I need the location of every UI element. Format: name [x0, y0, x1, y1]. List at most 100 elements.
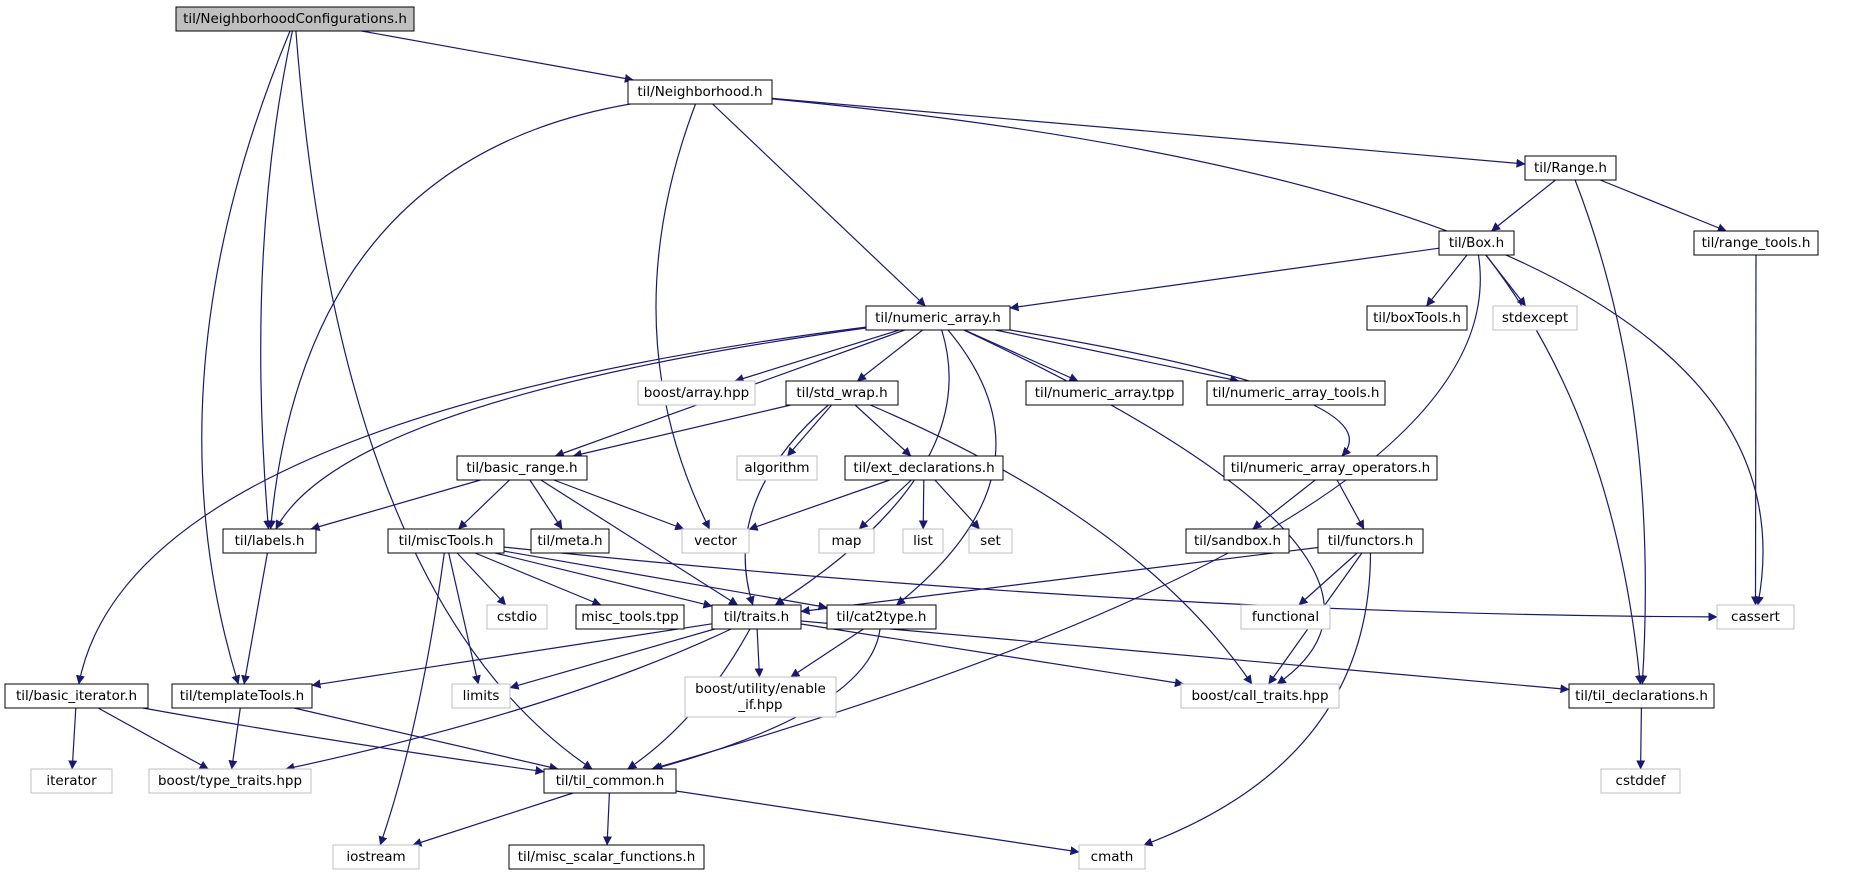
node-list: list	[902, 528, 944, 554]
edge-miscTools-to-cstdio	[456, 552, 507, 606]
node-labels[interactable]: til/labels.h	[222, 528, 317, 554]
node-box	[508, 844, 705, 870]
node-box	[785, 380, 899, 406]
node-label: til/std_wrap.h	[796, 385, 887, 401]
node-label: til/Neighborhood.h	[637, 84, 762, 100]
edge-miscTools-to-traits	[494, 552, 713, 609]
node-label: functional	[1252, 609, 1319, 625]
node-miscTools[interactable]: til/miscTools.h	[387, 528, 505, 554]
node-NeighborhoodConfigurations[interactable]: til/NeighborhoodConfigurations.h	[175, 6, 415, 32]
node-box	[1078, 844, 1146, 870]
node-basic_iterator[interactable]: til/basic_iterator.h	[4, 683, 149, 709]
edge-basic_range-to-miscTools	[458, 479, 510, 530]
edge-traits-to-call_traits	[800, 623, 1184, 688]
node-label: til/numeric_array.tpp	[1035, 385, 1175, 401]
edge-Box-to-til_declarations	[1485, 254, 1644, 685]
edge-Range-to-til_declarations	[1574, 179, 1648, 685]
node-ext_declarations[interactable]: til/ext_declarations.h	[844, 455, 1004, 481]
node-traits[interactable]: til/traits.h	[711, 604, 802, 630]
node-box	[1317, 528, 1424, 554]
node-label: til/traits.h	[724, 609, 789, 625]
edge-ext_declarations-to-set	[934, 479, 981, 530]
node-numeric_array_tpp[interactable]: til/numeric_array.tpp	[1025, 380, 1184, 406]
node-label: boost/call_traits.hpp	[1191, 688, 1328, 704]
node-box	[968, 528, 1013, 554]
node-numeric_array_operators[interactable]: til/numeric_array_operators.h	[1223, 455, 1438, 481]
node-box	[30, 768, 113, 794]
edge-miscTools-to-iostream	[378, 552, 445, 846]
node-misc_scalar_functions[interactable]: til/misc_scalar_functions.h	[508, 844, 705, 870]
node-box	[1223, 455, 1438, 481]
edge-miscTools-to-misc_tools_tpp	[474, 552, 602, 606]
node-stdexcept: stdexcept	[1492, 305, 1578, 331]
edge-til_common-to-iostream	[412, 792, 574, 847]
edge-basic_iterator-to-type_traits	[97, 707, 209, 770]
node-label: til/labels.h	[235, 533, 305, 549]
node-label: til/templateTools.h	[180, 688, 304, 704]
node-label: cassert	[1731, 609, 1780, 625]
node-label: cstddef	[1616, 773, 1667, 789]
node-Range[interactable]: til/Range.h	[1524, 155, 1617, 181]
edge-traits-to-type_traits	[285, 628, 732, 772]
node-type_traits: boost/type_traits.hpp	[148, 768, 312, 794]
edge-Range-to-range_tools	[1599, 179, 1727, 232]
edge-numeric_array_operators-to-sandbox	[1252, 479, 1316, 530]
node-label: algorithm	[744, 460, 809, 476]
node-til_declarations[interactable]: til/til_declarations.h	[1568, 683, 1715, 709]
node-boxTools[interactable]: til/boxTools.h	[1366, 305, 1468, 331]
node-label: map	[832, 533, 862, 549]
edge-std_wrap-to-call_traits	[869, 404, 1253, 685]
edge-basic_iterator-to-iterator	[68, 707, 78, 770]
edge-ext_declarations-to-map	[858, 479, 912, 530]
node-sandbox[interactable]: til/sandbox.h	[1185, 528, 1290, 554]
node-box	[575, 604, 685, 630]
node-label: til/numeric_array_tools.h	[1213, 385, 1380, 401]
node-Neighborhood[interactable]: til/Neighborhood.h	[627, 79, 773, 105]
node-functional: functional	[1240, 604, 1331, 630]
edge-basic_range-to-vector	[553, 479, 685, 531]
edge-basic_range-to-labels	[310, 479, 481, 531]
node-basic_range[interactable]: til/basic_range.h	[456, 455, 588, 481]
node-label: til/numeric_array_operators.h	[1231, 460, 1430, 476]
node-templateTools[interactable]: til/templateTools.h	[171, 683, 313, 709]
edge-layer	[68, 30, 1764, 856]
edge-basic_iterator-to-til_common	[142, 707, 545, 775]
edge-til_common-to-cmath	[675, 790, 1080, 856]
node-range_tools[interactable]: til/range_tools.h	[1693, 230, 1819, 256]
node-box	[1600, 768, 1681, 794]
node-label: set	[980, 533, 1001, 549]
node-box	[171, 683, 313, 709]
node-box	[736, 455, 818, 481]
node-boost_array: boost/array.hpp	[637, 380, 756, 406]
node-label: til/basic_range.h	[466, 460, 577, 476]
node-algorithm: algorithm	[736, 455, 818, 481]
edge-basic_range-to-traits	[540, 479, 738, 606]
node-box	[1240, 604, 1331, 630]
node-label: til/miscTools.h	[399, 533, 494, 549]
node-box	[1185, 528, 1290, 554]
node-misc_tools_tpp[interactable]: misc_tools.tpp	[575, 604, 685, 630]
edge-Neighborhood-to-Range	[771, 97, 1526, 168]
node-map: map	[818, 528, 875, 554]
edge-cat2type-to-enable_if	[790, 628, 864, 678]
edge-ext_declarations-to-vector	[748, 479, 890, 531]
node-label: til/functors.h	[1328, 533, 1414, 549]
node-cat2type[interactable]: til/cat2type.h	[826, 604, 937, 630]
node-numeric_array[interactable]: til/numeric_array.h	[865, 305, 1011, 331]
node-Box[interactable]: til/Box.h	[1438, 230, 1515, 256]
node-functors[interactable]: til/functors.h	[1317, 528, 1424, 554]
node-box	[1366, 305, 1468, 331]
node-box	[681, 528, 750, 554]
edge-Neighborhood-to-labels	[266, 103, 631, 530]
node-std_wrap[interactable]: til/std_wrap.h	[785, 380, 899, 406]
node-numeric_array_tools[interactable]: til/numeric_array_tools.h	[1206, 380, 1386, 406]
node-box	[486, 604, 548, 630]
edge-Box-to-boxTools	[1426, 254, 1468, 307]
node-meta[interactable]: til/meta.h	[530, 528, 610, 554]
edge-til_declarations-to-cstddef	[1636, 707, 1646, 770]
node-box	[637, 380, 756, 406]
node-til_common[interactable]: til/til_common.h	[543, 768, 677, 794]
node-label: til/numeric_array.h	[875, 310, 1001, 326]
node-box	[148, 768, 312, 794]
